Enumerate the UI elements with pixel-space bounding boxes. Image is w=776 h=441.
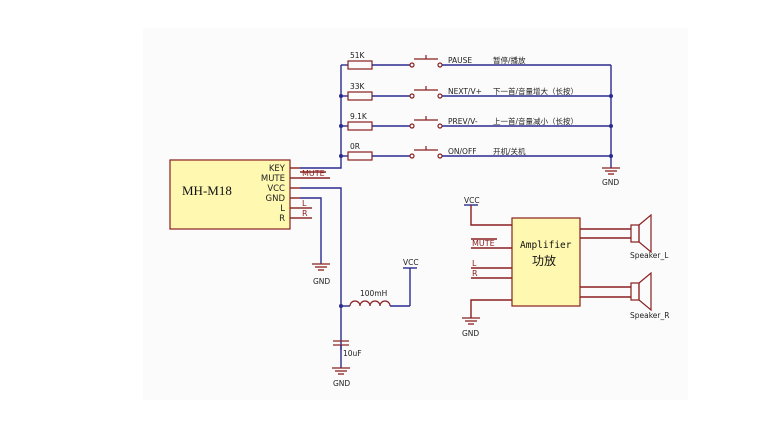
- filter-gnd-symbol: [332, 367, 350, 375]
- mh-m18-body: [169, 159, 291, 230]
- pin-key-label: KEY: [269, 164, 286, 174]
- button-label-prev: PREV/V-: [448, 117, 478, 126]
- junction-dot: [609, 94, 613, 98]
- pin-mute-label: MUTE: [261, 174, 285, 184]
- pin-l-label: L: [280, 204, 285, 214]
- module-name: MH-M18: [182, 183, 232, 198]
- resistor-label-9-1k: 9.1K: [350, 112, 368, 121]
- inductor-label: 100mH: [360, 289, 387, 298]
- junction-dot: [339, 124, 343, 128]
- capacitor-label: 10uF: [343, 349, 362, 358]
- resistor-label-33k: 33K: [350, 82, 366, 91]
- speaker-left-label: Speaker_L: [630, 251, 669, 260]
- resistor-label-51k: 51K: [350, 51, 366, 60]
- amplifier-block: Amplifier 功放 VCC MUTE L R GND: [462, 196, 631, 338]
- ladder-gnd-symbol: [602, 167, 620, 175]
- pin-r-label: R: [279, 214, 285, 224]
- junction-dot: [609, 154, 613, 158]
- junction-dot: [339, 304, 343, 308]
- amplifier-body: [511, 217, 581, 307]
- speaker-right-label: Speaker_R: [630, 311, 669, 320]
- amplifier-title: Amplifier: [520, 240, 572, 251]
- button-row-next: 33K NEXT/V+ 下一首/音量增大（长按）: [341, 82, 611, 101]
- button-desc-next: 下一首/音量增大（长按）: [493, 86, 578, 96]
- amp-gnd-wire: [470, 299, 512, 318]
- module-gnd-symbol: [312, 263, 330, 271]
- r-net-label: R: [302, 209, 308, 218]
- button-label-pause: PAUSE: [448, 56, 472, 65]
- power-filter: VCC 100mH 10uF GND: [332, 258, 419, 388]
- button-label-onoff: ON/OFF: [448, 147, 477, 156]
- speaker-left-icon: [630, 213, 652, 254]
- junction-dot: [609, 124, 613, 128]
- amp-l-label: L: [472, 259, 477, 268]
- button-row-onoff: 0R ON/OFF 开机/关机: [341, 142, 611, 161]
- pin-gnd-label: GND: [266, 194, 286, 204]
- amp-gnd-label: GND: [462, 329, 479, 338]
- l-net-label: L: [302, 199, 307, 208]
- junction-dot: [339, 154, 343, 158]
- button-desc-onoff: 开机/关机: [493, 146, 526, 156]
- button-row-prev: 9.1K PREV/V- 上一首/音量减小（长按）: [341, 112, 611, 131]
- filter-gnd-label: GND: [333, 379, 350, 388]
- key-bus-wire: [300, 65, 342, 169]
- module-gnd-wire: [300, 197, 322, 264]
- amplifier-subtitle: 功放: [532, 253, 556, 268]
- button-label-next: NEXT/V+: [448, 87, 482, 96]
- junction-dot: [339, 94, 343, 98]
- amp-r-label: R: [472, 269, 478, 278]
- resistor-label-0r: 0R: [350, 142, 360, 151]
- amp-gnd-symbol: [462, 317, 480, 325]
- amp-vcc-wire: [470, 205, 512, 226]
- amp-mute-label: MUTE: [472, 239, 495, 248]
- module-gnd-label: GND: [313, 277, 330, 286]
- inductor-coil: [349, 300, 391, 307]
- mute-net-label: MUTE: [302, 169, 325, 178]
- pin-vcc-label: VCC: [267, 184, 285, 194]
- speaker-right-icon: [630, 271, 652, 312]
- ladder-gnd-label: GND: [602, 178, 619, 187]
- button-desc-prev: 上一首/音量减小（长按）: [493, 116, 578, 126]
- amp-vcc-label: VCC: [464, 196, 480, 205]
- button-ladder: 51K PAUSE 暂停/播放 33K NEXT/V+ 下一首/音量增大（长按）: [339, 51, 620, 187]
- button-row-pause: 51K PAUSE 暂停/播放: [341, 51, 611, 70]
- vcc-filter-wire: [300, 187, 342, 350]
- mh-m18-module: MH-M18 KEY MUTE VCC GND L R: [169, 159, 300, 230]
- button-desc-pause: 暂停/播放: [493, 55, 526, 65]
- vcc-label-filter: VCC: [403, 258, 419, 267]
